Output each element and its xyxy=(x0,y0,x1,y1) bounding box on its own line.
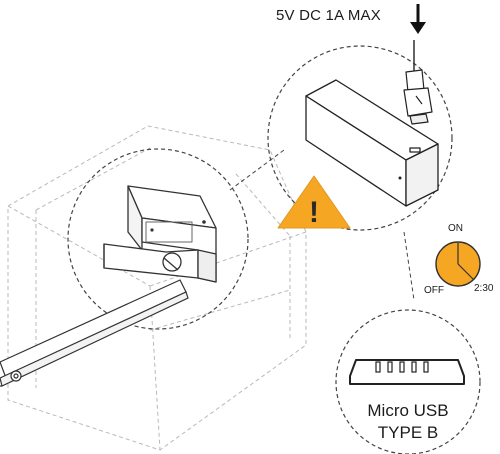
power-box xyxy=(305,79,439,207)
timer-duration-label: 2:30 xyxy=(474,283,494,294)
warning-icon: ! xyxy=(277,175,351,229)
usb-type-line1: Micro USB xyxy=(367,401,449,420)
usb-type-label: Micro USB TYPE B xyxy=(348,400,468,444)
power-detail-circle xyxy=(267,45,453,231)
timer-dial-icon xyxy=(435,241,481,287)
light-rail xyxy=(0,279,189,387)
mounting-bracket xyxy=(103,185,217,283)
timer-on-label: ON xyxy=(448,223,463,234)
usb-plug xyxy=(403,40,433,125)
leader-line xyxy=(229,149,285,191)
micro-usb-port-icon xyxy=(349,359,465,385)
down-arrow-icon xyxy=(410,4,426,34)
timer-off-label: OFF xyxy=(424,285,444,296)
usb-leader-line xyxy=(403,231,415,301)
usb-type-line2: TYPE B xyxy=(377,423,439,442)
power-spec-label: 5V DC 1A MAX xyxy=(276,7,381,24)
warning-symbol: ! xyxy=(309,196,319,229)
cabinet-outline xyxy=(7,125,307,451)
mount-detail-circle xyxy=(67,148,249,330)
